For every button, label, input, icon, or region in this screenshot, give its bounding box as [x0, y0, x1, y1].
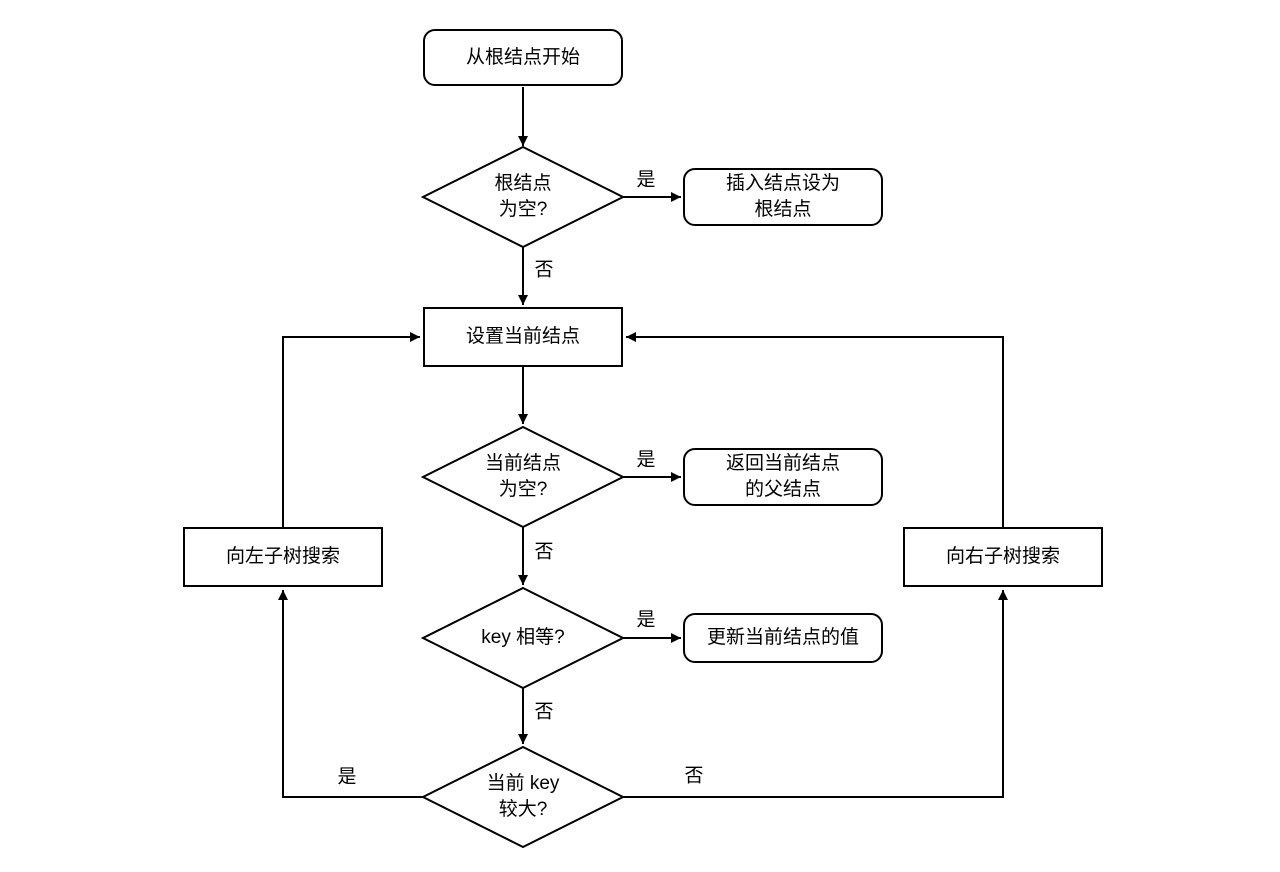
- node-return-parent: 返回当前结点 的父结点: [683, 448, 883, 506]
- decision-key-greater-shape: [420, 745, 626, 849]
- decision-root-empty-shape: [420, 145, 626, 249]
- edge-search-left-to-set-current: [282, 332, 420, 527]
- edge-label-root-empty-yes: 是: [634, 169, 658, 191]
- node-search-left: 向左子树搜索: [183, 527, 383, 587]
- edge-label-key-equal-yes: 是: [634, 609, 658, 631]
- edge-key-greater-yes: [278, 590, 423, 798]
- edge-search-right-to-set-current: [626, 332, 1004, 527]
- node-set-current: 设置当前结点: [423, 307, 623, 367]
- edge-label-key-greater-yes: 是: [335, 766, 359, 788]
- edge-label-current-empty-no: 否: [532, 541, 556, 563]
- node-start: 从根结点开始: [423, 29, 623, 86]
- decision-current-empty-shape: [420, 425, 626, 529]
- edge-label-key-greater-no: 否: [682, 765, 706, 787]
- node-update-value: 更新当前结点的值: [683, 613, 883, 663]
- edge-key-greater-no: [623, 590, 1008, 798]
- edge-label-current-empty-yes: 是: [634, 449, 658, 471]
- edge-label-key-equal-no: 否: [532, 701, 556, 723]
- edge-label-root-empty-no: 否: [532, 259, 556, 281]
- node-search-right: 向右子树搜索: [903, 527, 1103, 587]
- decision-key-equal-shape: [420, 586, 626, 690]
- node-insert-as-root: 插入结点设为 根结点: [683, 168, 883, 226]
